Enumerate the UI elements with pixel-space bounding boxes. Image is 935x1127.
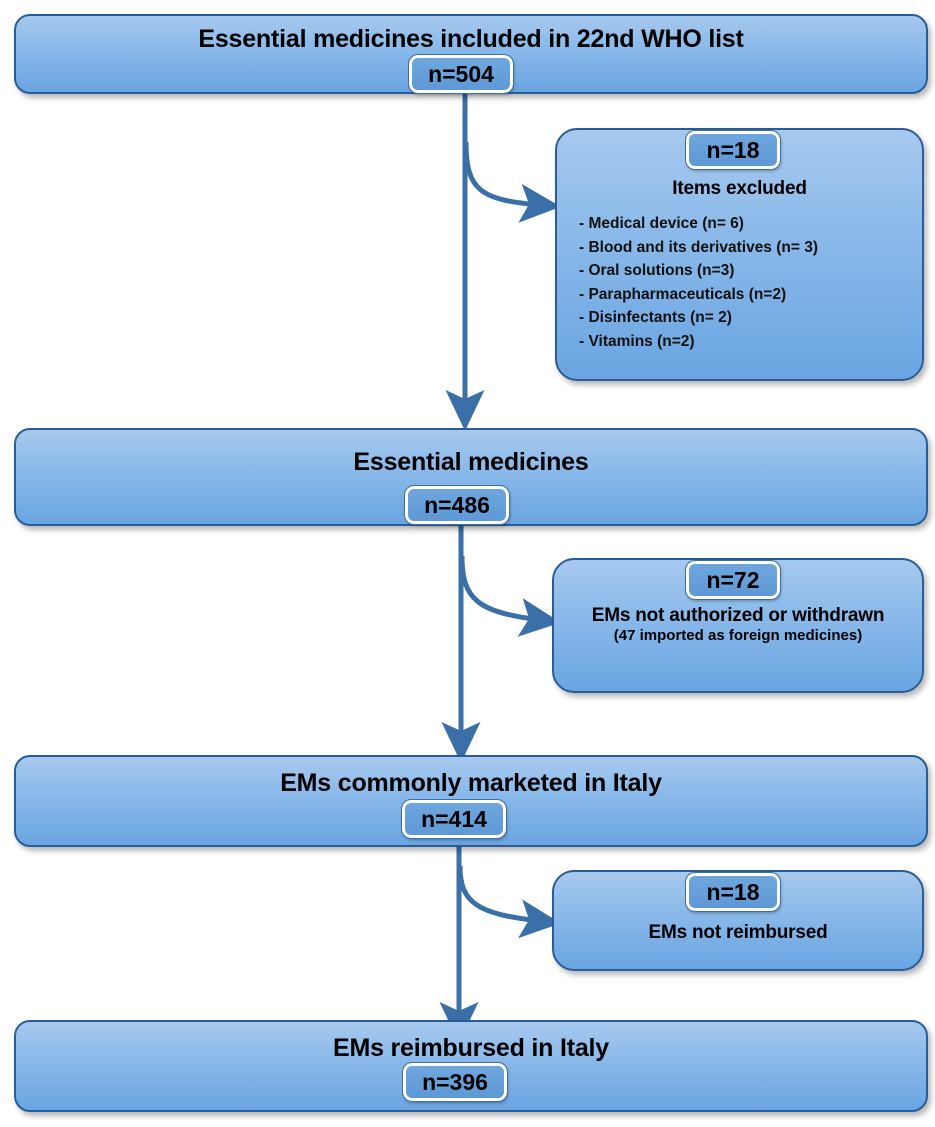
- connector-marketed-to-not-reimbursed: [457, 865, 561, 939]
- side-box-excluded[interactable]: Items excluded - Medical device (n= 6) -…: [555, 128, 924, 381]
- list-item: - Blood and its derivatives (n= 3): [579, 238, 819, 256]
- connector-included-to-excluded: [463, 141, 561, 223]
- list-item: - Medical device (n= 6): [579, 215, 744, 232]
- list-item: - Vitamins (n=2): [579, 332, 695, 350]
- side-box-not-reimbursed-title: EMs not reimbursed: [648, 922, 828, 943]
- side-box-not-authorized-badge: n=72: [685, 560, 781, 600]
- list-item: - Disinfectants (n= 2): [579, 309, 732, 327]
- side-box-not-authorized-title: EMs not authorized or withdrawn: [591, 605, 885, 626]
- main-box-reimbursed-title: EMs reimbursed in Italy: [332, 1034, 610, 1062]
- side-box-excluded-list: - Medical device (n= 6) - Blood and its …: [579, 212, 912, 353]
- side-box-not-reimbursed-badge: n=18: [685, 872, 781, 912]
- list-item: - Parapharmaceuticals (n=2): [579, 285, 787, 303]
- side-box-excluded-title: Items excluded: [672, 178, 807, 199]
- main-box-included-title: Essential medicines included in 22nd WHO…: [198, 25, 744, 53]
- main-box-essential-title: Essential medicines: [353, 448, 589, 476]
- main-box-reimbursed-badge: n=396: [402, 1062, 508, 1102]
- main-box-included-badge: n=504: [408, 54, 514, 94]
- main-box-marketed-badge: n=414: [401, 799, 507, 839]
- main-box-essential-badge: n=486: [404, 485, 510, 525]
- connector-essential-to-not-authorized: [459, 555, 561, 637]
- main-box-marketed-title: EMs commonly marketed in Italy: [280, 769, 662, 797]
- side-box-not-authorized-subtitle: (47 imported as foreign medicines): [613, 627, 863, 645]
- side-box-excluded-badge: n=18: [685, 130, 781, 170]
- list-item: - Oral solutions (n=3): [579, 262, 735, 280]
